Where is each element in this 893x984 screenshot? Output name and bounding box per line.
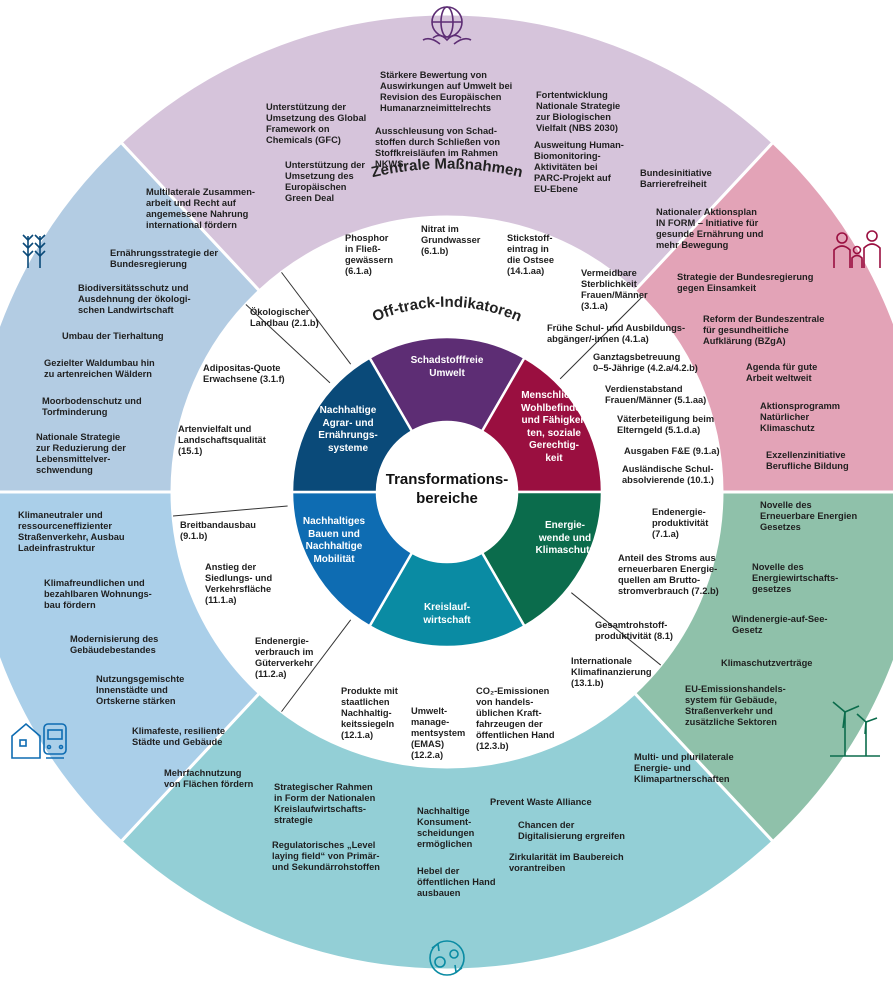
indicator-wohlbefinden-6: Ausgaben F&E (9.1.a) xyxy=(624,446,720,456)
measure-wohlbefinden-3: Strategie der Bundesregierung gegen Eins… xyxy=(677,272,814,293)
indicator-agrar-1: Ökologischer Landbau (2.1.b) xyxy=(250,307,319,328)
house-train-icon xyxy=(11,722,67,759)
measure-energie-5: EU-Emissionshandels- system für Gebäude,… xyxy=(685,684,786,727)
measure-agrar-1: Multilaterale Zusammen- arbeit und Recht… xyxy=(146,187,256,230)
measure-agrar-6: Moorbodenschutz und Torfminderung xyxy=(42,396,142,417)
measure-bauen-4: Nutzungsgemischte Innenstädte und Ortske… xyxy=(96,674,185,706)
middle-ring-divider xyxy=(173,505,288,517)
indicator-schadstoff-3: Stickstoff- eintrag in die Ostsee (14.1.… xyxy=(507,233,555,276)
measure-schadstoff-2: Unterstützung der Umsetzung des Europäis… xyxy=(285,160,366,203)
indicator-kreislauf-3: CO₂-Emissionen von handels- üblichen Kra… xyxy=(476,686,555,751)
indicator-energie-3: Gesamtrohstoff- produktivität (8.1) xyxy=(595,620,673,641)
indicator-wohlbefinden-7: Ausländische Schul- absolvierende (10.1.… xyxy=(622,464,714,485)
middle-ring-divider xyxy=(559,297,642,380)
indicator-energie-2: Anteil des Stroms aus erneuerbaren Energ… xyxy=(618,553,719,596)
measure-kreislauf-4: Hebel der öffentlichen Hand ausbauen xyxy=(417,866,496,898)
measure-wohlbefinden-5: Agenda für gute Arbeit weltweit xyxy=(746,362,818,383)
indicator-wohlbefinden-1: Vermeidbare Sterblichkeit Frauen/Männer … xyxy=(581,268,648,311)
measure-kreislauf-2: Regulatorisches „Level laying field“ von… xyxy=(272,840,380,872)
globe-leaves-icon xyxy=(422,6,472,45)
area-schadstofffreie-umwelt[interactable]: Schadstofffreie Umwelt xyxy=(410,355,484,379)
measure-energie-2: Novelle des Energiewirtschafts- gesetzes xyxy=(752,562,839,594)
measure-bauen-3: Modernisierung des Gebäudebestandes xyxy=(70,634,159,655)
measure-wohlbefinden-2: Nationaler Aktionsplan IN FORM – Initiat… xyxy=(656,207,764,250)
measure-wohlbefinden-1: Bundesinitiative Barrierefreiheit xyxy=(640,168,712,189)
indicator-agrar-3: Artenvielfalt und Landschaftsqualität (1… xyxy=(178,424,266,456)
middle-ring-divider xyxy=(281,272,352,365)
measure-kreislauf-5: Prevent Waste Alliance xyxy=(490,797,592,807)
center-circle xyxy=(377,422,517,562)
indicator-energie-4: Internationale Klimafinanzierung (13.1.b… xyxy=(571,656,652,688)
measure-wohlbefinden-7: Exzellenzinitiative Berufliche Bildung xyxy=(766,450,849,471)
measure-agrar-2: Ernährungsstrategie der Bundesregierung xyxy=(110,248,218,269)
family-icon xyxy=(833,230,881,268)
indicator-wohlbefinden-4: Verdienstabstand Frauen/Männer (5.1.aa) xyxy=(605,384,707,405)
indicator-energie-1: Endenergie- produktivität (7.1.a) xyxy=(652,507,709,539)
measure-schadstoff-5: Fortentwicklung Nationale Strategie zur … xyxy=(536,90,621,133)
area-nachhaltige-agrar-ernaehrung[interactable]: Nachhaltige Agrar- und Ernährungs- syste… xyxy=(318,405,378,454)
measure-energie-6: Multi- und plurilaterale Energie- und Kl… xyxy=(634,752,734,784)
measure-bauen-5: Klimafeste, resiliente Städte und Gebäud… xyxy=(132,726,226,747)
indicator-wohlbefinden-2: Frühe Schul- und Ausbildungs- abgänger/-… xyxy=(547,323,686,344)
measure-energie-3: Windenergie-auf-See- Gesetz xyxy=(732,614,828,635)
measure-kreislauf-1: Strategischer Rahmen in Form der Nationa… xyxy=(274,782,376,825)
indicator-bauen-2: Anstieg der Siedlungs- und Verkehrsfläch… xyxy=(205,562,273,605)
measure-energie-1: Novelle des Erneuerbare Energien Gesetze… xyxy=(760,500,858,532)
indicator-schadstoff-1: Phosphor in Fließ- gewässern (6.1.a) xyxy=(345,233,394,276)
middle-ring-divider xyxy=(245,304,331,384)
measure-schadstoff-4: Ausschleusung von Schad- stoffen durch S… xyxy=(375,126,501,169)
measure-schadstoff-1: Unterstützung der Umsetzung des Global F… xyxy=(266,102,367,145)
area-menschliches-wohlbefinden[interactable]: Menschliches Wohlbefinden und Fähigkei- … xyxy=(521,390,587,464)
indicator-kreislauf-2: Umwelt- manage- mentsystem (EMAS) (12.2.… xyxy=(411,706,466,760)
measure-agrar-3: Biodiversitätsschutz und Ausdehnung der … xyxy=(78,283,191,315)
middle-ring-divider xyxy=(571,592,662,666)
wheat-icon xyxy=(22,234,46,268)
indicator-kreislauf-1: Produkte mit staatlichen Nachhaltig- kei… xyxy=(341,686,398,740)
indicator-schadstoff-2: Nitrat im Grundwasser (6.1.b) xyxy=(421,224,481,256)
indicator-wohlbefinden-5: Väterbeteiligung beim Elterngeld (5.1.d.… xyxy=(617,414,715,435)
measure-kreislauf-3: Nachhaltige Konsument- scheidungen ermög… xyxy=(417,806,475,849)
indicator-agrar-2: Adipositas-Quote Erwachsene (3.1.f) xyxy=(203,363,285,384)
measure-agrar-7: Nationale Strategie zur Reduzierung der … xyxy=(36,432,126,475)
measure-schadstoff-6: Ausweitung Human- Biomonitoring- Aktivit… xyxy=(534,140,624,194)
measure-agrar-5: Gezielter Waldumbau hin zu artenreichen … xyxy=(44,358,155,379)
indicator-bauen-1: Breitbandausbau (9.1.b) xyxy=(180,520,256,541)
wind-turbine-icon xyxy=(830,701,880,757)
measure-wohlbefinden-4: Reform der Bundeszentrale für gesundheit… xyxy=(703,314,825,346)
measure-bauen-6: Mehrfachnutzung von Flächen fördern xyxy=(164,768,254,789)
measure-energie-4: Klimaschutzverträge xyxy=(721,658,813,668)
measure-bauen-2: Klimafreundlichen und bezahlbaren Wohnun… xyxy=(44,578,152,610)
indicator-bauen-3: Endenergie- verbrauch im Güterverkehr (1… xyxy=(255,636,314,679)
area-kreislaufwirtschaft[interactable]: Kreislauf- wirtschaft xyxy=(423,602,471,626)
measure-bauen-1: Klimaneutraler und ressourceneffizienter… xyxy=(18,510,125,553)
measure-kreislauf-6: Chancen der Digitalisierung ergreifen xyxy=(518,820,625,841)
measure-kreislauf-7: Zirkularität im Baubereich vorantreiben xyxy=(509,852,624,873)
indicator-wohlbefinden-3: Ganztagsbetreuung 0–5-Jährige (4.2.a/4.2… xyxy=(593,352,698,373)
center-title: Transformations- bereiche xyxy=(385,471,509,507)
measure-wohlbefinden-6: Aktionsprogramm Natürlicher Klimaschutz xyxy=(760,401,841,433)
measure-agrar-4: Umbau der Tierhaltung xyxy=(62,331,164,341)
measure-schadstoff-3: Stärkere Bewertung von Auswirkungen auf … xyxy=(380,70,513,113)
middle-ring-divider xyxy=(281,619,352,712)
area-nachhaltiges-bauen-mobilitaet[interactable]: Nachhaltiges Bauen und Nachhaltige Mobil… xyxy=(302,516,366,565)
recycling-gears-icon xyxy=(429,940,465,976)
area-energiewende-klimaschutz[interactable]: Energie- wende und Klimaschutz xyxy=(535,520,595,556)
